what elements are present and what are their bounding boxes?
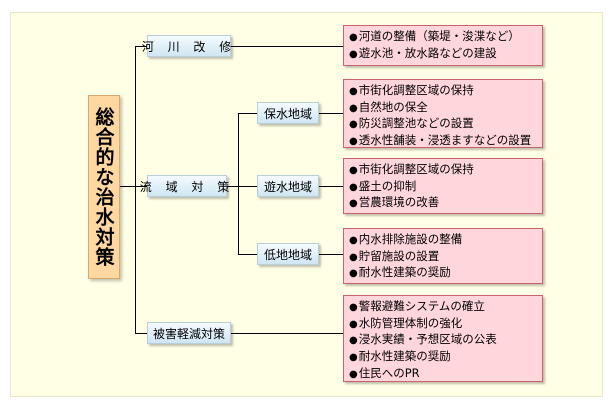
measures-river: 河道の整備（築堤・浚渫など） 遊水池・放水路などの建設 — [343, 25, 543, 66]
measure-item: 透水性舗装・浸透ますなどの設置 — [349, 133, 536, 150]
measure-item: 自然地の保全 — [349, 100, 536, 117]
measure-item: 盛土の抑制 — [349, 179, 536, 196]
measure-item: 遊水池・放水路などの建設 — [349, 46, 536, 63]
connector-root-stem — [120, 186, 136, 187]
area-retention: 保水地域 — [257, 102, 319, 124]
connector-basin-stem — [227, 186, 239, 187]
area-detention: 遊水地域 — [257, 175, 319, 197]
root-label: 総合的な治水対策 — [92, 107, 115, 267]
category-basin-measures: 流 域 対 策 — [140, 175, 229, 197]
category-damage-reduction: 被害軽減対策 — [147, 322, 231, 344]
measures-damage: 警報避難システムの確立 水防管理体制の強化 浸水実績・予想区域の公表 耐水性建築… — [343, 295, 543, 382]
area-retention-label: 保水地域 — [263, 106, 312, 121]
measure-item: 内水排除施設の整備 — [349, 232, 536, 249]
measure-list: 河道の整備（築堤・浚渫など） 遊水池・放水路などの建設 — [349, 29, 536, 62]
measure-list: 警報避難システムの確立 水防管理体制の強化 浸水実績・予想区域の公表 耐水性建築… — [349, 299, 536, 383]
category-river-label: 河 川 改 修 — [141, 39, 237, 54]
connector-area-trunk — [238, 113, 239, 254]
measures-detention: 市街化調整区域の保持 盛土の抑制 営農環境の改善 — [343, 158, 543, 214]
connector-to-river — [135, 46, 147, 47]
connector-detention-measures — [319, 186, 343, 187]
connector-to-retention — [238, 113, 257, 114]
root-node: 総合的な治水対策 — [88, 95, 120, 279]
measure-list: 内水排除施設の整備 貯留施設の設置 耐水性建築の奨励 — [349, 232, 536, 282]
measure-item: 警報避難システムの確立 — [349, 299, 536, 316]
category-damage-label: 被害軽減対策 — [152, 326, 225, 341]
connector-to-damage — [135, 333, 147, 334]
area-lowland-label: 低地地域 — [263, 247, 312, 262]
measure-item: 河道の整備（築堤・浚渫など） — [349, 29, 536, 46]
measure-item: 耐水性建築の奨励 — [349, 265, 536, 282]
area-lowland: 低地地域 — [257, 243, 319, 265]
measure-item: 浸水実績・予想区域の公表 — [349, 332, 536, 349]
measure-item: 住民へのPR — [349, 366, 536, 383]
connector-lowland-measures — [319, 254, 343, 255]
category-basin-label: 流 域 対 策 — [139, 179, 235, 194]
measure-list: 市街化調整区域の保持 盛土の抑制 営農環境の改善 — [349, 162, 536, 212]
measure-item: 貯留施設の設置 — [349, 249, 536, 266]
measure-item: 水防管理体制の強化 — [349, 316, 536, 333]
connector-main-trunk — [135, 46, 136, 333]
measure-item: 市街化調整区域の保持 — [349, 162, 536, 179]
measures-retention: 市街化調整区域の保持 自然地の保全 防災調整池などの設置 透水性舗装・浸透ますな… — [343, 79, 543, 148]
measure-item: 防災調整池などの設置 — [349, 116, 536, 133]
connector-retention-measures — [319, 113, 343, 114]
connector-to-lowland — [238, 254, 257, 255]
connector-damage-measures — [231, 333, 343, 334]
measure-item: 市街化調整区域の保持 — [349, 83, 536, 100]
connector-to-detention — [238, 186, 257, 187]
measure-list: 市街化調整区域の保持 自然地の保全 防災調整池などの設置 透水性舗装・浸透ますな… — [349, 83, 536, 150]
area-detention-label: 遊水地域 — [263, 179, 312, 194]
category-river-improvement: 河 川 改 修 — [142, 35, 231, 57]
measures-lowland: 内水排除施設の整備 貯留施設の設置 耐水性建築の奨励 — [343, 228, 543, 284]
connector-to-basin — [135, 186, 147, 187]
measure-item: 耐水性建築の奨励 — [349, 349, 536, 366]
measure-item: 営農環境の改善 — [349, 195, 536, 212]
connector-river-measures — [231, 46, 343, 47]
